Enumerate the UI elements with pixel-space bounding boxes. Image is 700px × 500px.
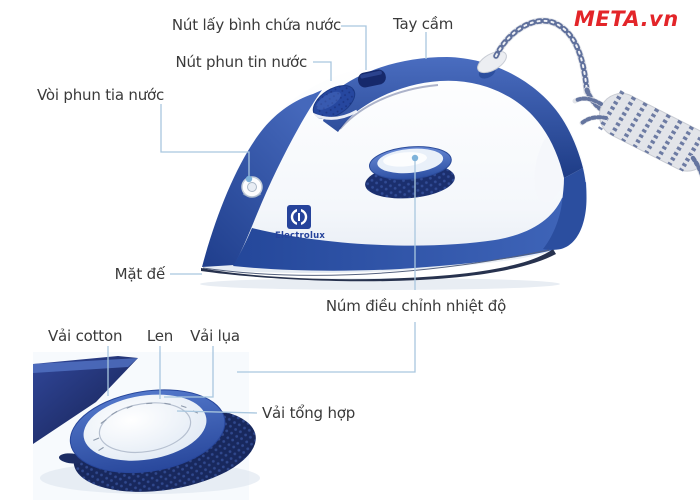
callout-fabric-cotton: Vải cotton <box>48 327 123 345</box>
lower-swoosh <box>233 182 587 271</box>
power-cord <box>477 17 700 178</box>
leader-lines <box>107 25 427 414</box>
spray-nozzle <box>241 176 263 198</box>
iron-shadow <box>200 278 560 290</box>
callout-spray-button: Nút phun tin nước <box>175 53 307 71</box>
dot-temp-dial <box>411 154 419 162</box>
electrolux-logo-icon <box>287 205 311 229</box>
closeup-body-edge <box>33 356 138 444</box>
callout-fabric-wool: Len <box>146 327 174 345</box>
tank-release-button <box>357 69 386 88</box>
iron-handle <box>323 57 587 250</box>
cord-coil <box>597 90 700 172</box>
line-tank-release <box>341 25 367 70</box>
line-silk <box>164 346 214 398</box>
callout-temperature-dial: Núm điều chỉnh nhiệt độ <box>325 297 507 315</box>
soleplate <box>201 249 556 282</box>
callout-handle: Tay cầm <box>393 15 454 33</box>
line-temp-dial-bottom <box>237 322 416 373</box>
front-wedge <box>202 90 322 267</box>
dot-spray-nozzle <box>245 175 253 183</box>
dial-closeup <box>33 352 260 500</box>
line-spray-nozzle <box>160 104 250 176</box>
callout-soleplate: Mặt đế <box>114 265 166 283</box>
callout-fabric-synthetic: Vải tổng hợp <box>262 404 356 422</box>
line-synthetic <box>176 410 258 414</box>
callout-spray-nozzle: Vòi phun tia nước <box>37 86 165 104</box>
meta-watermark: META.vn <box>574 7 679 31</box>
temperature-dial <box>365 146 455 199</box>
rear-band <box>543 168 587 250</box>
callout-tank-release: Nút lấy bình chứa nước <box>171 16 341 34</box>
callout-fabric-silk: Vải lụa <box>190 327 240 345</box>
line-spray-button <box>313 61 332 81</box>
electrolux-logo-text: Electrolux <box>274 231 326 241</box>
